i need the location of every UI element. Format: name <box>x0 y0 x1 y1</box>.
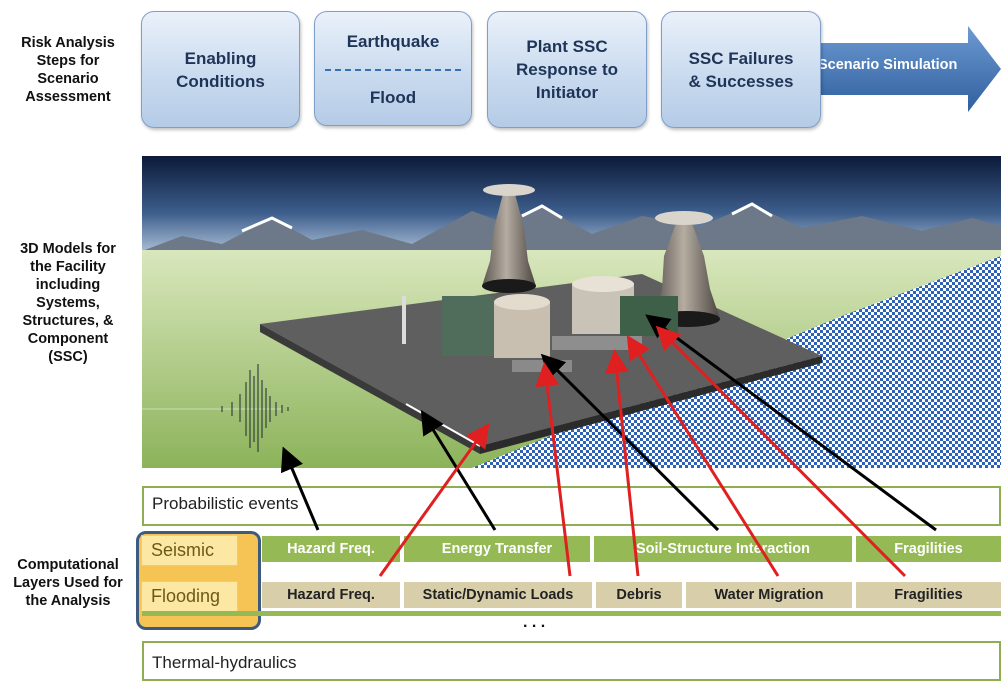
risk-label-line: Steps for <box>36 53 100 69</box>
risk-analysis-label: Risk Analysis Steps for Scenario Assessm… <box>4 34 132 106</box>
layers-label-line: the Analysis <box>25 593 111 609</box>
seismic-soil-structure-interaction: Soil-Structure Interaction <box>594 536 852 562</box>
step-text: Enabling <box>184 48 257 68</box>
ellipsis: . . . <box>523 614 546 631</box>
step-text-earthquake: Earthquake <box>346 32 440 51</box>
thermal-hydraulics-panel: Thermal-hydraulics <box>142 641 1001 681</box>
seismic-row: Hazard Freq. Energy Transfer Soil-Struct… <box>142 532 1001 564</box>
models-label-line: Structures, & <box>22 313 114 329</box>
seismic-energy-transfer: Energy Transfer <box>404 536 590 562</box>
risk-label-line: Risk Analysis <box>21 35 115 51</box>
step-ssc-failures: SSC Failures & Successes <box>661 11 821 128</box>
probabilistic-events-label: Probabilistic events <box>152 494 299 513</box>
models-label-line: including <box>35 277 101 293</box>
step-initiators: Earthquake Flood <box>314 11 472 126</box>
step-text: SSC Failures <box>688 48 794 68</box>
models-label-line: the Facility <box>30 259 106 275</box>
thermal-hydraulics-label: Thermal-hydraulics <box>152 653 297 672</box>
models-label-line: 3D Models for <box>20 241 116 257</box>
scenario-simulation-label: Scenario Simulation <box>818 57 958 73</box>
flooding-debris: Debris <box>596 582 682 608</box>
seismic-label: Seismic <box>141 535 238 566</box>
flooding-label: Flooding <box>141 581 238 612</box>
flooding-static-dynamic-loads: Static/Dynamic Loads <box>404 582 592 608</box>
step-text-flood: Flood <box>369 88 417 107</box>
flooding-hazard-freq: Hazard Freq. <box>262 582 400 608</box>
models-label-line: (SSC) <box>48 349 88 365</box>
risk-label-line: Assessment <box>25 89 111 105</box>
step-enabling-conditions: Enabling Conditions <box>141 11 300 128</box>
flooding-row: Hazard Freq. Static/Dynamic Loads Debris… <box>142 578 1001 610</box>
seismic-hazard-freq: Hazard Freq. <box>262 536 400 562</box>
step-text: Initiator <box>535 83 599 102</box>
step-plant-response: Plant SSC Response to Initiator <box>487 11 647 128</box>
seismic-fragilities: Fragilities <box>856 536 1001 562</box>
step-text: & Successes <box>688 71 794 91</box>
step-text: Response to <box>515 60 619 79</box>
risk-label-line: Scenario <box>37 71 99 87</box>
layers-label-line: Layers Used for <box>13 575 123 591</box>
flooding-fragilities: Fragilities <box>856 582 1001 608</box>
flooding-water-migration: Water Migration <box>686 582 852 608</box>
models-label-line: Component <box>27 331 109 347</box>
step-text: Plant SSC <box>526 37 608 56</box>
computational-layers-label: Computational Layers Used for the Analys… <box>0 556 136 610</box>
scenario-simulation-arrow <box>800 26 1001 112</box>
models-label-line: Systems, <box>36 295 100 311</box>
3d-models-label: 3D Models for the Facility including Sys… <box>4 240 132 366</box>
facility-3d-scene <box>142 156 1001 468</box>
step-text: Conditions <box>176 71 265 91</box>
layer-band-bottom <box>142 611 1001 616</box>
step-divider <box>325 68 461 71</box>
probabilistic-events-panel: Probabilistic events <box>142 486 1001 526</box>
layers-label-line: Computational <box>17 557 119 573</box>
